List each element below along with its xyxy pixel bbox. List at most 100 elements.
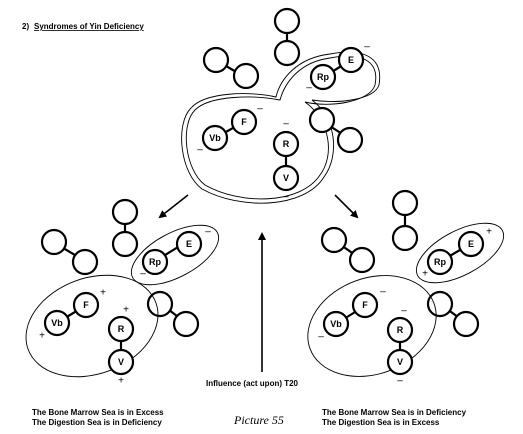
f-label: F [241, 117, 247, 127]
top-diagram: Rp E – – Vb F – – R V – – [181, 7, 381, 204]
rp-sign: + [422, 269, 428, 280]
r-node [386, 316, 414, 344]
section-number: 2) [22, 22, 29, 31]
left-mid-pair [40, 228, 99, 276]
e-sign: – [364, 42, 370, 53]
node-circle [232, 62, 260, 90]
r-label: R [118, 324, 125, 334]
vb-node [43, 309, 71, 337]
node-circle [348, 246, 376, 274]
right-diagram: Rp E + + Vb F – – R V – – [307, 189, 505, 387]
node-circle [391, 189, 419, 217]
vb-sign: – [318, 332, 324, 343]
node-circle [111, 230, 139, 258]
e-sign: + [486, 227, 492, 238]
right-r-v-pair: R V – – [386, 306, 414, 387]
right-top-pair [391, 189, 419, 252]
e-sign: – [205, 227, 211, 238]
f-sign: – [380, 287, 386, 298]
top-rp-e-pair: Rp E – – [306, 42, 370, 94]
rp-sign: – [140, 269, 146, 280]
v-node [386, 348, 414, 376]
right-vb-f-pair: Vb F – – [318, 287, 386, 343]
rp-node [309, 63, 337, 91]
r-label: R [397, 325, 404, 335]
e-label: E [348, 55, 354, 65]
r-sign: + [123, 305, 129, 316]
e-label: E [468, 239, 474, 249]
r-node [107, 315, 135, 343]
rp-label: Rp [434, 257, 446, 267]
v-label: V [118, 357, 124, 367]
r-node [272, 130, 300, 158]
left-bone-marrow-outline [25, 274, 159, 378]
v-label: V [397, 357, 403, 367]
node-circle [111, 198, 139, 226]
top-r-v-pair: R V – – [272, 119, 300, 203]
rp-node [141, 248, 169, 276]
node-circle [40, 228, 68, 256]
rp-sign: – [306, 83, 312, 94]
e-node [337, 46, 365, 74]
e-node [175, 230, 203, 258]
f-label: F [362, 300, 368, 310]
r-label: R [283, 139, 290, 149]
node-circle [273, 39, 301, 67]
vb-sign: – [197, 145, 203, 156]
v-node [272, 164, 300, 192]
vb-node [322, 310, 350, 338]
node-circle [308, 106, 336, 134]
right-caption-line-1: The Bone Marrow Sea is in Deficiency [322, 408, 467, 417]
top-center-pair [273, 7, 301, 67]
node-circle [391, 224, 419, 252]
f-node [351, 291, 379, 319]
left-r-v-pair: R V + + [107, 305, 135, 387]
vb-label: Vb [209, 133, 221, 143]
node-circle [320, 226, 348, 254]
right-mid-pair [320, 226, 376, 274]
v-sign: – [397, 376, 403, 387]
left-vb-f-pair: Vb F + + [39, 288, 106, 342]
left-caption-line-1: The Bone Marrow Sea is in Excess [32, 408, 164, 417]
top-group-outline [181, 51, 381, 204]
rp-label: Rp [317, 72, 329, 82]
left-top-pair [111, 198, 139, 258]
vb-sign: + [39, 331, 45, 342]
node-circle [273, 7, 301, 35]
v-node [107, 348, 135, 376]
vb-node [201, 124, 229, 152]
f-sign: + [100, 288, 106, 299]
left-digestion-outline [130, 224, 220, 286]
node-circle [146, 290, 174, 318]
e-node [457, 230, 485, 258]
rp-label: Rp [149, 257, 161, 267]
f-node [230, 108, 258, 136]
left-caption-line-2: The Digestion Sea is in Deficiency [32, 418, 162, 427]
f-label: F [83, 300, 89, 310]
rp-node [426, 248, 454, 276]
top-vb-f-pair: Vb F – – [197, 104, 263, 156]
section-title: Syndromes of Yin Deficiency [34, 22, 144, 31]
top-left-pair-1 [202, 46, 260, 90]
left-arrow [158, 194, 189, 219]
v-sign: + [118, 376, 124, 387]
picture-number: Picture 55 [233, 413, 284, 427]
node-circle [172, 310, 200, 338]
vb-label: Vb [51, 318, 63, 328]
node-circle [452, 310, 480, 338]
node-circle [426, 290, 454, 318]
left-diagram: Rp E – – Vb F + + R V + + [25, 198, 220, 387]
v-sign: – [283, 192, 289, 203]
right-caption-line-2: The Digestion Sea is in Excess [322, 418, 440, 427]
right-rp-e-pair: Rp E + + [422, 227, 492, 280]
f-sign: – [257, 104, 263, 115]
right-right-pair [426, 290, 480, 338]
vb-label: Vb [330, 319, 342, 329]
right-arrow [334, 194, 359, 219]
node-circle [71, 248, 99, 276]
f-node [72, 291, 100, 319]
right-bone-marrow-outline [307, 275, 437, 377]
r-sign: – [401, 306, 407, 317]
r-sign: – [283, 119, 289, 130]
